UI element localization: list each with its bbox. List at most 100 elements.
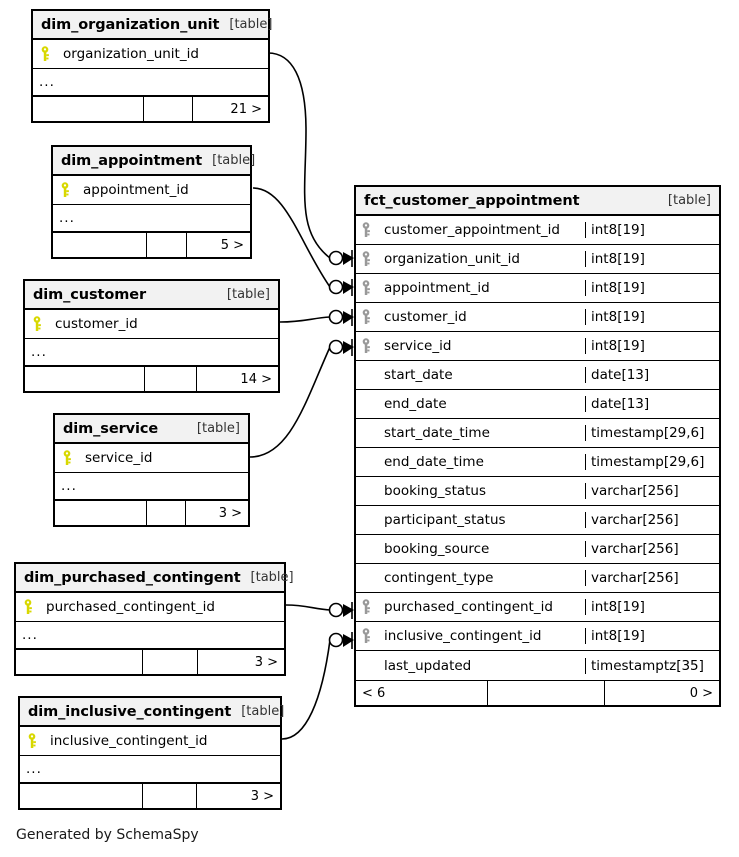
foreign-key-icon bbox=[362, 338, 384, 354]
footer-right-cell[interactable]: 3 > bbox=[254, 654, 278, 670]
generated-by-credit: Generated by SchemaSpy bbox=[16, 827, 199, 843]
table-fct-customer-appointment[interactable]: fct_customer_appointment [table] custome… bbox=[354, 185, 721, 707]
table-name: dim_appointment bbox=[61, 152, 203, 169]
column-name: participant_status bbox=[384, 512, 506, 528]
column-name: booking_source bbox=[384, 541, 490, 557]
endpoint-customer-id bbox=[328, 309, 354, 326]
footer-right-cell[interactable]: 5 > bbox=[220, 237, 244, 253]
table-dim-customer[interactable]: dim_customer [table] customer_id ... 14 … bbox=[23, 279, 280, 393]
table-name: dim_purchased_contingent bbox=[24, 569, 241, 586]
table-footer: 3 > bbox=[16, 649, 284, 674]
edge-dim-purchased-contingent bbox=[285, 604, 331, 611]
footer-right-cell[interactable]: 0 > bbox=[689, 685, 713, 701]
footer-left-cell[interactable]: < 6 bbox=[362, 685, 386, 701]
more-columns-indicator: ... bbox=[53, 205, 250, 232]
table-row[interactable]: service_id bbox=[55, 444, 248, 473]
foreign-key-icon bbox=[362, 628, 384, 644]
table-row[interactable]: booking_status varchar[256] bbox=[356, 477, 719, 506]
column-name-cell: inclusive_contingent_id bbox=[356, 628, 585, 644]
column-name: last_updated bbox=[384, 657, 472, 674]
footer-left-cell bbox=[33, 97, 143, 121]
table-dim-inclusive-contingent[interactable]: dim_inclusive_contingent [table] inclusi… bbox=[18, 696, 285, 810]
table-row[interactable]: purchased_contingent_id int8[19] bbox=[356, 593, 719, 622]
column-type: varchar[256] bbox=[585, 512, 719, 528]
column-type: int8[19] bbox=[585, 309, 719, 325]
column-type: timestamp[29,6] bbox=[585, 425, 719, 441]
column-name-cell: purchased_contingent_id bbox=[356, 599, 585, 615]
table-row[interactable]: inclusive_contingent_id bbox=[20, 727, 280, 756]
footer-right-cell[interactable]: 3 > bbox=[218, 505, 242, 521]
table-row[interactable]: purchased_contingent_id bbox=[16, 593, 284, 622]
table-name: dim_organization_unit bbox=[41, 16, 220, 33]
more-columns-indicator: ... bbox=[25, 339, 278, 366]
column-type: int8[19] bbox=[585, 599, 719, 615]
column-name: service_id bbox=[384, 338, 452, 354]
primary-key-icon bbox=[33, 316, 55, 332]
table-dim-appointment[interactable]: dim_appointment [table] appointment_id .… bbox=[51, 145, 256, 259]
column-type: date[13] bbox=[585, 367, 719, 383]
more-columns-indicator: ... bbox=[20, 756, 280, 783]
endpoint-service-id bbox=[328, 339, 354, 356]
edge-dim-inclusive-contingent bbox=[281, 639, 331, 740]
table-row[interactable]: appointment_id bbox=[53, 176, 250, 205]
edge-dim-appointment bbox=[252, 187, 331, 288]
column-name: purchased_contingent_id bbox=[46, 599, 215, 615]
table-row[interactable]: customer_id bbox=[25, 310, 278, 339]
column-name-cell: participant_status bbox=[356, 512, 585, 528]
table-name: dim_customer bbox=[33, 286, 147, 303]
table-row[interactable]: participant_status varchar[256] bbox=[356, 506, 719, 535]
endpoint-appointment-id bbox=[328, 279, 354, 296]
table-row[interactable]: customer_id int8[19] bbox=[356, 303, 719, 332]
table-dim-organization-unit[interactable]: dim_organization_unit [table] organizati… bbox=[31, 9, 272, 123]
table-type-label: [table] bbox=[212, 153, 256, 168]
footer-right-cell[interactable]: 14 > bbox=[240, 371, 272, 387]
edge-endpoints bbox=[328, 250, 354, 649]
footer-right-cell[interactable]: 3 > bbox=[250, 788, 274, 804]
column-name: contingent_type bbox=[384, 570, 494, 586]
column-name: booking_status bbox=[384, 483, 487, 499]
table-dim-purchased-contingent[interactable]: dim_purchased_contingent [table] purchas… bbox=[14, 562, 294, 676]
column-type: int8[19] bbox=[585, 280, 719, 296]
footer-middle-cell bbox=[145, 233, 187, 257]
column-name-cell: start_date bbox=[356, 367, 585, 383]
table-name: dim_service bbox=[63, 420, 159, 437]
column-name-cell: inclusive_contingent_id bbox=[20, 733, 280, 749]
table-type-label: [table] bbox=[241, 704, 285, 719]
table-dim-service[interactable]: dim_service [table] service_id ... 3 > bbox=[53, 413, 250, 527]
column-type: int8[19] bbox=[585, 251, 719, 267]
table-title-bar: dim_organization_unit [table] bbox=[33, 11, 272, 40]
footer-right-cell[interactable]: 21 > bbox=[230, 101, 262, 117]
column-name-cell: organization_unit_id bbox=[356, 251, 585, 267]
column-type: timestamp[29,6] bbox=[585, 454, 719, 470]
table-footer: 3 > bbox=[20, 783, 280, 808]
column-name: service_id bbox=[85, 450, 153, 466]
primary-key-icon bbox=[61, 182, 83, 198]
column-name-cell: end_date_time bbox=[356, 454, 585, 470]
footer-left-cell bbox=[20, 784, 142, 808]
column-name: customer_id bbox=[384, 309, 467, 325]
column-name-cell: appointment_id bbox=[356, 280, 585, 296]
edge-dim-organization-unit bbox=[267, 52, 331, 259]
column-name: end_date bbox=[384, 396, 447, 412]
table-row[interactable]: organization_unit_id bbox=[33, 40, 268, 69]
footer-middle-cell bbox=[486, 681, 605, 705]
table-title-bar: fct_customer_appointment [table] bbox=[356, 187, 719, 216]
table-title-bar: dim_purchased_contingent [table] bbox=[16, 564, 294, 593]
table-footer: 21 > bbox=[33, 96, 268, 121]
table-footer: 3 > bbox=[55, 500, 248, 525]
column-name: purchased_contingent_id bbox=[384, 599, 553, 615]
column-type: varchar[256] bbox=[585, 483, 719, 499]
